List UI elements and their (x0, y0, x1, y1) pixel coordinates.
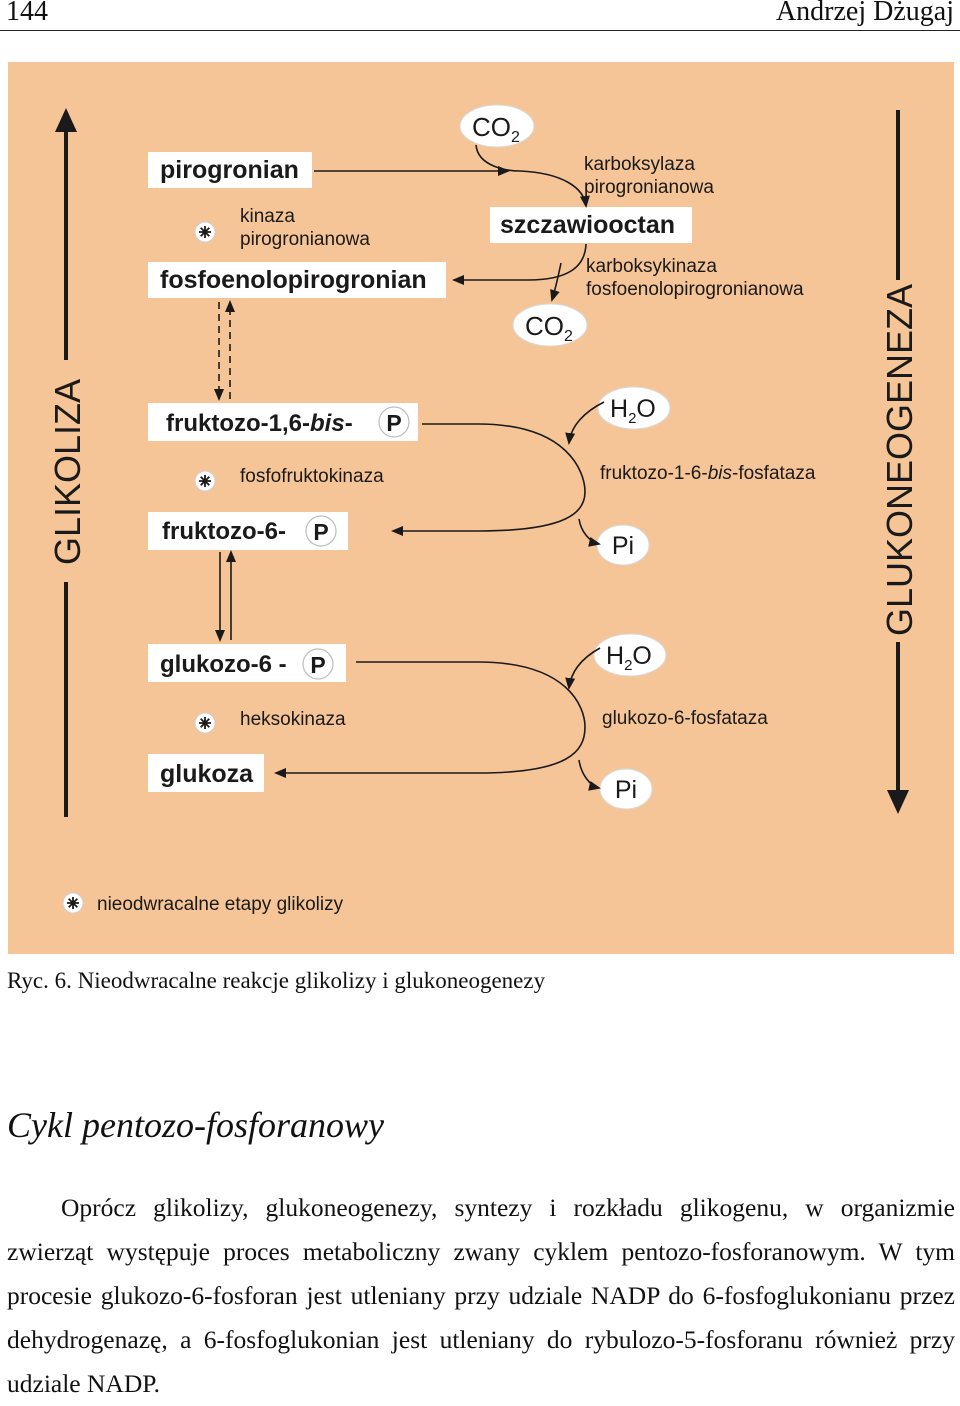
fosfoenolopirogronian-label: fosfoenolopirogronian (160, 266, 427, 294)
irreversible-star-icon (194, 221, 216, 243)
glikoliza-arrow: GLIKOLIZA (47, 108, 88, 817)
phosphate-p-label: P (386, 410, 401, 436)
phosphate-p-label: P (310, 652, 325, 678)
fruktozo-bisfosfataza-label: fruktozo-1-6-bis-fosfataza (600, 463, 816, 484)
page-header: 144 Andrzej Dżugaj (0, 0, 960, 31)
fruktozo-6-fosforan-label: fruktozo-6- (162, 518, 286, 545)
phosphate-circle-icon (305, 515, 337, 547)
figure-caption: Ryc. 6. Nieodwracalne reakcje glikolizy … (7, 968, 546, 993)
glukozo-6-fosfataza-label: glukozo-6-fosfataza (602, 708, 768, 729)
body-paragraph: Oprócz glikolizy, glukoneogenezy, syntez… (7, 1193, 955, 1398)
glukoza-box (148, 754, 264, 792)
h2o-oval-upper (597, 386, 671, 430)
co2-label-bottom: CO2 (525, 311, 573, 345)
fosfofruktokinaza-label: fosfofruktokinaza (240, 466, 384, 487)
h2o-label-lower: H2O (606, 642, 652, 674)
fosfoenolopirogronian-box (148, 262, 446, 298)
h2o-label-upper: H2O (610, 395, 656, 427)
glukoneogeneza-label: GLUKONEOGENEZA (879, 284, 920, 636)
karboksylaza-label: karboksylaza (584, 154, 695, 175)
h2o-oval-lower (593, 633, 667, 677)
page-number: 144 (6, 0, 48, 27)
szczawiooctan-label: szczawiooctan (500, 211, 675, 239)
phosphate-p-label: P (313, 519, 328, 545)
pi-label-upper: Pi (612, 532, 634, 560)
glukozo-6-fosforan-label: glukozo-6 - (160, 651, 287, 678)
co2-label-top: CO2 (472, 112, 520, 146)
glikoliza-label: GLIKOLIZA (47, 379, 88, 565)
szczawiooctan-box (490, 207, 692, 243)
section-title: Cykl pentozo-fosforanowy (7, 1105, 384, 1145)
kinaza-label-2: pirogronianowa (240, 229, 370, 250)
co2-oval-bottom (512, 303, 588, 347)
glukoneogeneza-arrow: GLUKONEOGENEZA (879, 110, 920, 814)
pathway-diagram: GLIKOLIZA GLUKONEOGENEZA pirogronian fos… (47, 104, 920, 915)
fruktozo-16-bisfosforan-box (148, 403, 418, 441)
irreversible-star-icon (194, 470, 216, 492)
author-name: Andrzej Dżugaj (775, 0, 954, 27)
legend-star-icon (62, 892, 84, 914)
phosphate-circle-icon (302, 648, 334, 680)
glukoza-label: glukoza (160, 760, 254, 788)
pirogronian-label: pirogronian (160, 156, 299, 184)
co2-oval-top (459, 104, 535, 148)
legend-label: nieodwracalne etapy glikolizy (97, 894, 344, 915)
karboksykinaza-label: karboksykinaza (586, 256, 717, 277)
karboksylaza-label-2: pirogronianowa (584, 177, 714, 198)
karboksykinaza-label-2: fosfoenolopirogronianowa (586, 279, 804, 300)
kinaza-label: kinaza (240, 206, 295, 227)
pirogronian-box (148, 152, 312, 188)
fruktozo-16-bisfosforan-label: fruktozo-1,6-bis- (166, 410, 353, 437)
reaction-arrows (214, 144, 605, 791)
heksokinaza-label: heksokinaza (240, 709, 346, 730)
phosphate-circle-icon (378, 406, 410, 438)
irreversible-star-icon (194, 712, 216, 734)
pi-label-lower: Pi (615, 776, 637, 804)
metabolic-pathway-figure: GLIKOLIZA GLUKONEOGENEZA pirogronian fos… (8, 62, 954, 954)
